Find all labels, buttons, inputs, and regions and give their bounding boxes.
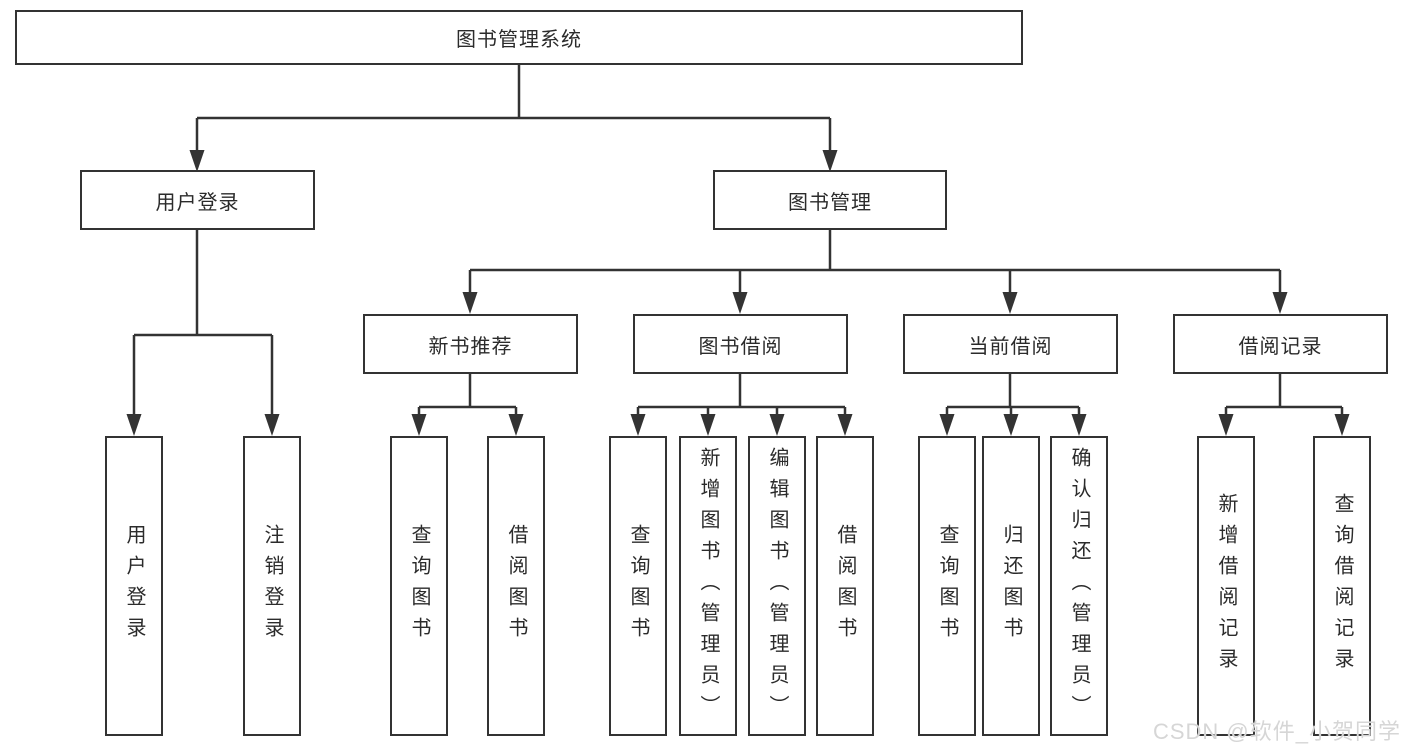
leaf-borrow-books-recommend: 借阅图书 bbox=[487, 436, 545, 736]
node-label: 注销登录 bbox=[261, 524, 283, 648]
node-borrowing-records: 借阅记录 bbox=[1173, 314, 1388, 374]
leaf-search-borrow-record: 查询借阅记录 bbox=[1313, 436, 1371, 736]
leaf-add-borrow-record: 新增借阅记录 bbox=[1197, 436, 1255, 736]
leaf-return-books: 归还图书 bbox=[982, 436, 1040, 736]
csdn-watermark: CSDN @软件_小贺同学 bbox=[1152, 719, 1401, 744]
node-new-book-recommendation: 新书推荐 bbox=[363, 314, 578, 374]
node-label: 归还图书 bbox=[1000, 524, 1022, 648]
leaf-edit-books-admin: 编辑图书（管理员） bbox=[748, 436, 806, 736]
node-user-login: 用户登录 bbox=[80, 170, 315, 230]
leaf-borrow-books-borrowing: 借阅图书 bbox=[816, 436, 874, 736]
node-label: 新增借阅记录 bbox=[1215, 493, 1237, 679]
node-label: 确认归还（管理员） bbox=[1068, 446, 1090, 726]
node-label: 编辑图书（管理员） bbox=[766, 446, 788, 726]
node-label: 新增图书（管理员） bbox=[697, 446, 719, 726]
node-library-management-system: 图书管理系统 bbox=[15, 10, 1023, 65]
leaf-confirm-return-admin: 确认归还（管理员） bbox=[1050, 436, 1108, 736]
node-label: 新书推荐 bbox=[428, 335, 513, 358]
node-label: 借阅记录 bbox=[1238, 335, 1323, 358]
node-label: 查询图书 bbox=[627, 524, 649, 648]
leaf-user-login: 用户登录 bbox=[105, 436, 163, 736]
leaf-search-books-recommend: 查询图书 bbox=[390, 436, 448, 736]
node-label: 当前借阅 bbox=[968, 335, 1053, 358]
node-current-borrowing: 当前借阅 bbox=[903, 314, 1118, 374]
leaf-add-books-admin: 新增图书（管理员） bbox=[679, 436, 737, 736]
leaf-logout: 注销登录 bbox=[243, 436, 301, 736]
node-label: 借阅图书 bbox=[505, 524, 527, 648]
node-label: 图书管理 bbox=[788, 191, 872, 214]
node-label: 查询借阅记录 bbox=[1331, 493, 1353, 679]
node-label: 图书借阅 bbox=[698, 335, 783, 358]
node-label: 查询图书 bbox=[936, 524, 958, 648]
node-label: 查询图书 bbox=[408, 524, 430, 648]
leaf-search-books-current: 查询图书 bbox=[918, 436, 976, 736]
leaf-search-books-borrowing: 查询图书 bbox=[609, 436, 667, 736]
node-book-borrowing: 图书借阅 bbox=[633, 314, 848, 374]
node-label: 图书管理系统 bbox=[456, 29, 582, 51]
node-label: 用户登录 bbox=[155, 191, 240, 214]
node-label: 用户登录 bbox=[123, 524, 145, 648]
node-book-management: 图书管理 bbox=[713, 170, 947, 230]
node-label: 借阅图书 bbox=[834, 524, 856, 648]
